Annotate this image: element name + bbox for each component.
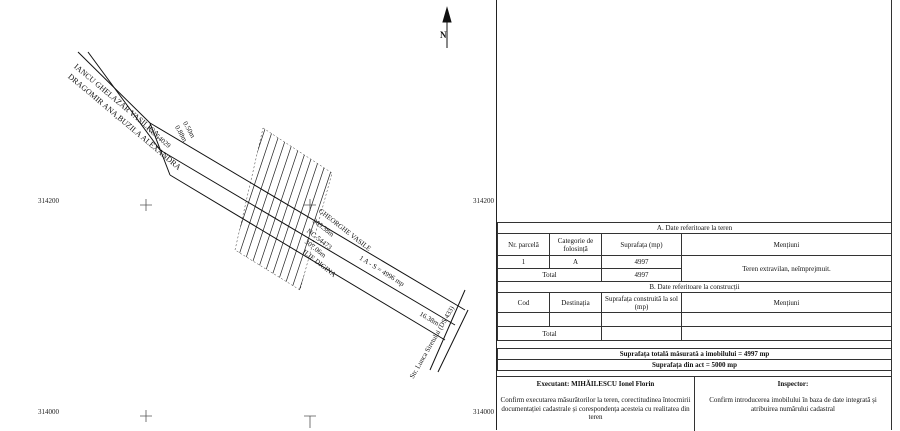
cell-empty — [601, 326, 682, 342]
total-value-a: 4997 — [601, 268, 682, 283]
cell-empty — [680, 326, 893, 342]
executant-block: Executant: MIHĂILESCU Ionel Florin Confi… — [497, 377, 695, 431]
coord-left-314000: 314000 — [38, 408, 59, 416]
inspector-text: Confirm introducerea imobilului în baza … — [709, 395, 877, 413]
col-mentiuni-b: Mențiuni — [680, 292, 893, 314]
spacer-row — [497, 340, 892, 350]
col-destinatia: Destinația — [549, 292, 602, 314]
inspector-title: Inspector: — [777, 380, 809, 388]
cell-empty — [601, 312, 682, 328]
col-cod: Cod — [497, 292, 550, 314]
summary-line-2: Suprafața din act = 5000 mp — [496, 359, 893, 372]
cell-empty — [549, 312, 602, 328]
north-arrow-icon — [442, 6, 452, 48]
col-suprafata-constr: Suprafața construită la sol (mp) — [601, 292, 682, 314]
coord-right-314000: 314000 — [473, 408, 494, 416]
cell-empty — [497, 312, 550, 328]
cell-sup: 4997 — [601, 255, 682, 270]
table-b-title: B. Date referitoare la construcții — [496, 281, 893, 294]
inspector-block: Inspector: Confirm introducerea imobilul… — [695, 377, 891, 431]
parcel-lines — [77, 51, 469, 373]
right-border — [891, 0, 892, 430]
divider-line — [496, 0, 497, 430]
total-label-b: Total — [497, 326, 602, 342]
executant-title: Executant: MIHĂILESCU Ionel Florin — [536, 380, 655, 388]
signature-section: Executant: MIHĂILESCU Ionel Florin Confi… — [497, 376, 891, 431]
cell-nr: 1 — [497, 255, 550, 270]
col-nr-parcela: Nr. parcelă — [497, 233, 550, 257]
grid-crosses — [140, 199, 316, 428]
coord-left-314200: 314200 — [38, 197, 59, 205]
col-mentiuni: Mențiuni — [680, 233, 893, 257]
total-label-a: Total — [497, 268, 602, 283]
col-suprafata: Suprafața (mp) — [601, 233, 682, 257]
col-categorie: Categorie de folosință — [549, 233, 602, 257]
parcel-table: A. Date referitoare la teren Nr. parcelă… — [496, 221, 893, 372]
parcel-plan — [77, 6, 469, 428]
executant-text: Confirm executarea măsurătorilor la tere… — [500, 395, 691, 422]
cell-empty — [680, 312, 893, 328]
cell-cat: A — [549, 255, 602, 270]
summary-line-1: Suprafața totală măsurată a imobilului =… — [496, 348, 893, 361]
cell-mentiuni: Teren extravilan, neîmprejmuit. — [680, 255, 893, 283]
coord-right-314200: 314200 — [473, 197, 494, 205]
table-a-title: A. Date referitoare la teren — [496, 221, 893, 235]
north-label: N — [440, 30, 447, 40]
